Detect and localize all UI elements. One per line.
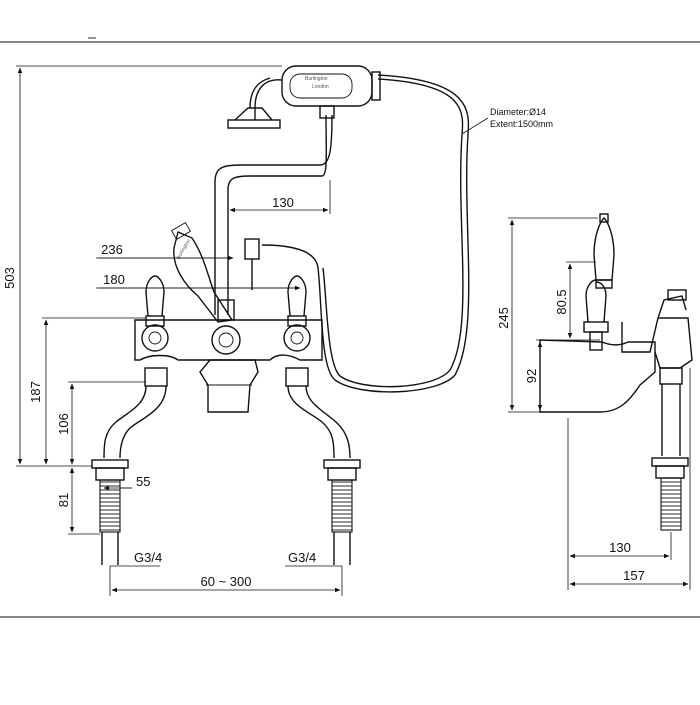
left-handle [141,275,169,352]
side-dimensions: 245 80.5 92 130 157 [496,217,691,590]
dim-92: 92 [524,369,539,383]
dim-55: 55 [136,474,150,489]
shower-hose [261,74,470,393]
dim-245: 245 [496,307,511,329]
svg-text:Burlington: Burlington [176,238,193,261]
hose-extent: Extent:1500mm [490,119,553,129]
faucet-body [134,319,323,361]
right-leg [285,367,361,565]
dim-centres: 60 ~ 300 [201,574,252,589]
brand-sub: London [312,84,329,90]
front-view-faucet: Burlington London Burlington [91,65,470,565]
shower-handset: Burlington London [249,65,381,120]
dim-157: 157 [623,568,645,583]
thread-left: G3/4 [134,550,162,565]
right-handle [283,275,311,352]
dim-236: 236 [101,242,123,257]
thread-right: G3/4 [288,550,316,565]
side-spout [539,339,656,413]
shower-riser [214,114,333,315]
brand-name: Burlington [305,76,328,82]
diverter-lever: Burlington [170,222,234,323]
dim-106: 106 [56,413,71,435]
dim-503: 503 [2,267,17,289]
dim-130-handset: 130 [272,195,294,210]
front-dimensions: 503 187 106 81 130 236 180 55 G3/4 G3/4 [2,65,343,596]
shower-rose [227,107,281,129]
side-view-faucet [539,213,693,531]
dim-81: 81 [56,493,71,507]
hose-diameter: Diameter:Ø14 [490,107,546,117]
spout [199,359,259,413]
dim-187: 187 [28,381,43,403]
dim-180: 180 [103,272,125,287]
dim-130-side: 130 [609,540,631,555]
frame-lines [0,37,700,618]
dim-80-5: 80.5 [554,289,569,314]
left-leg [91,367,168,565]
hose-note: Diameter:Ø14 Extent:1500mm [461,107,553,135]
